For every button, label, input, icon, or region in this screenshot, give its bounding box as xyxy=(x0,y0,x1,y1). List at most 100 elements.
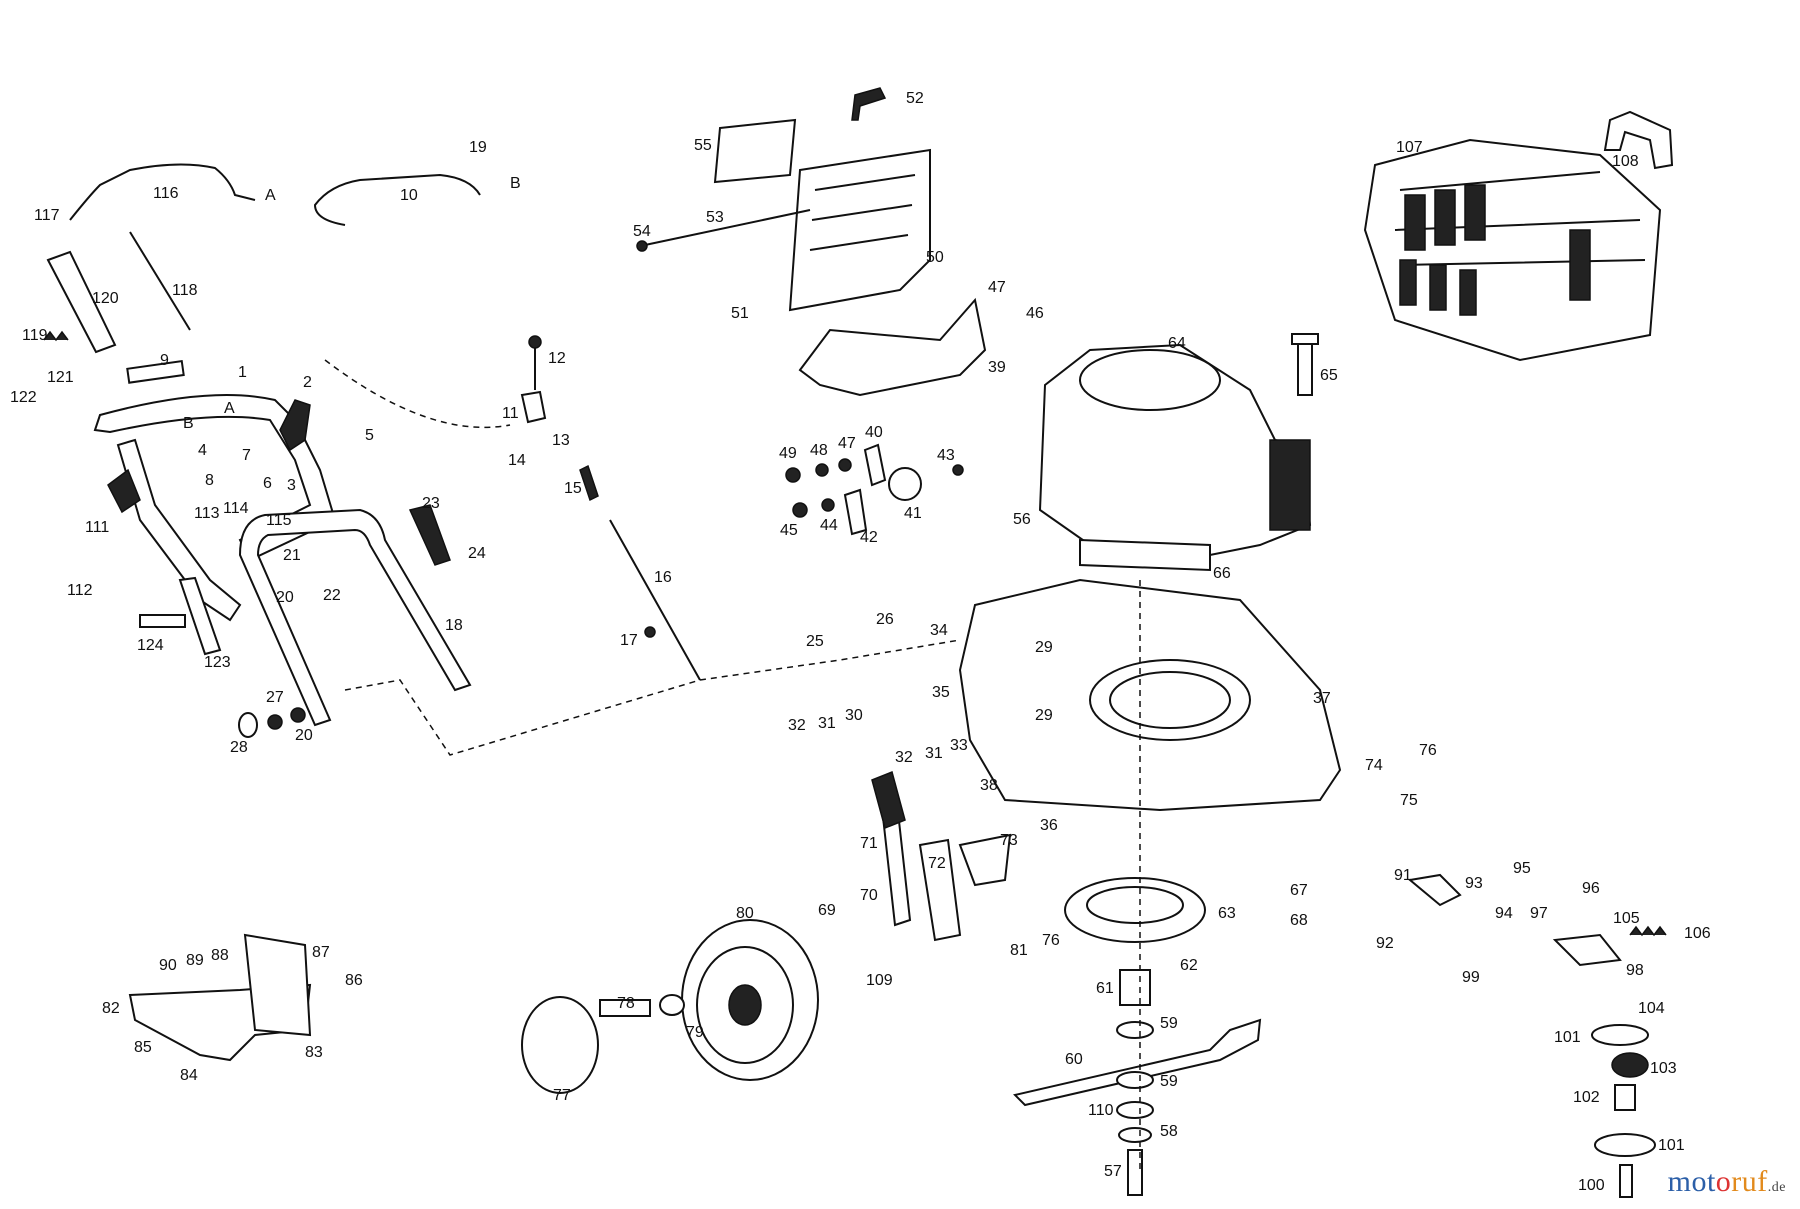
label-43: 43 xyxy=(937,447,955,464)
label-13: 13 xyxy=(552,432,570,449)
ref-b-2: B xyxy=(183,415,194,432)
upper-handle-1 xyxy=(93,394,337,622)
label-115: 115 xyxy=(266,512,292,529)
label-51: 51 xyxy=(731,305,749,322)
label-30: 30 xyxy=(845,707,863,724)
label-95: 95 xyxy=(1513,860,1531,877)
label-83: 83 xyxy=(305,1044,323,1061)
label-16: 16 xyxy=(654,569,672,586)
label-48: 48 xyxy=(810,442,828,459)
label-81: 81 xyxy=(1010,942,1028,959)
label-117: 117 xyxy=(34,207,60,224)
label-18: 18 xyxy=(445,617,463,634)
grass-bag-107 xyxy=(1363,138,1662,362)
label-10: 10 xyxy=(400,187,418,204)
part-labels: 1 2 3 4 5 6 7 8 9 10 11 12 13 14 15 16 1… xyxy=(10,90,1711,1194)
label-8: 8 xyxy=(205,472,214,489)
label-96: 96 xyxy=(1582,880,1600,897)
label-110: 110 xyxy=(1088,1102,1114,1119)
label-11: 11 xyxy=(502,405,519,422)
label-68: 68 xyxy=(1290,912,1308,929)
label-99: 99 xyxy=(1462,969,1480,986)
label-90: 90 xyxy=(159,957,177,974)
ref-a-2: A xyxy=(224,400,235,417)
label-50: 50 xyxy=(926,249,944,266)
label-31b: 31 xyxy=(925,745,943,762)
rear-bracket-71-73 xyxy=(871,770,1012,942)
engine-64 xyxy=(1038,343,1312,572)
label-101a: 101 xyxy=(1554,1029,1581,1046)
label-4: 4 xyxy=(198,442,207,459)
label-69: 69 xyxy=(818,902,836,919)
label-14: 14 xyxy=(508,452,526,469)
label-97: 97 xyxy=(1530,905,1548,922)
label-45: 45 xyxy=(780,522,798,539)
bolt-124-123 xyxy=(139,576,222,656)
label-121: 121 xyxy=(47,369,74,386)
label-1: 1 xyxy=(238,364,247,381)
label-73: 73 xyxy=(1000,832,1018,849)
label-39: 39 xyxy=(988,359,1006,376)
label-35: 35 xyxy=(932,684,950,701)
bracket-120 xyxy=(46,250,117,354)
label-31a: 31 xyxy=(818,715,836,732)
label-40: 40 xyxy=(865,424,883,441)
label-84: 84 xyxy=(180,1067,198,1084)
bracket-39 xyxy=(798,297,987,397)
label-56: 56 xyxy=(1013,511,1031,528)
label-20a: 20 xyxy=(276,589,294,606)
label-41: 41 xyxy=(904,505,922,522)
label-plate-55 xyxy=(713,118,797,184)
watermark-part-1: mot xyxy=(1667,1165,1716,1198)
deck-36-37 xyxy=(958,578,1342,812)
label-98: 98 xyxy=(1626,962,1644,979)
label-67: 67 xyxy=(1290,882,1308,899)
mulch-plate-82 xyxy=(128,933,312,1062)
cable-rod-118 xyxy=(129,231,191,331)
ref-a-1: A xyxy=(265,187,276,204)
label-46: 46 xyxy=(1026,305,1044,322)
handle-routing-dashes xyxy=(324,359,961,756)
label-113: 113 xyxy=(194,505,220,522)
label-71: 71 xyxy=(860,835,878,852)
label-111: 111 xyxy=(85,519,109,536)
watermark-part-3: ruf xyxy=(1731,1165,1768,1198)
label-116: 116 xyxy=(153,185,179,202)
label-86: 86 xyxy=(345,972,363,989)
label-76b: 76 xyxy=(1042,932,1060,949)
label-26: 26 xyxy=(876,611,894,628)
label-5: 5 xyxy=(365,427,374,444)
label-58: 58 xyxy=(1160,1123,1178,1140)
pin-12-bracket-11 xyxy=(520,335,547,424)
label-34: 34 xyxy=(930,622,948,639)
label-36: 36 xyxy=(1040,817,1058,834)
label-123: 123 xyxy=(204,654,231,671)
label-25: 25 xyxy=(806,633,824,650)
bolt-65 xyxy=(1291,333,1319,396)
label-124: 124 xyxy=(137,637,164,654)
label-80: 80 xyxy=(736,905,754,922)
label-109: 109 xyxy=(866,972,893,989)
lever-111 xyxy=(107,468,141,514)
label-38: 38 xyxy=(980,777,998,794)
label-59b: 59 xyxy=(1160,1073,1178,1090)
label-15: 15 xyxy=(564,480,582,497)
lower-handle-18 xyxy=(238,508,472,727)
label-79: 79 xyxy=(686,1024,704,1041)
label-77: 77 xyxy=(553,1087,571,1104)
label-27: 27 xyxy=(266,689,284,706)
label-59a: 59 xyxy=(1160,1015,1178,1032)
label-104: 104 xyxy=(1638,1000,1665,1017)
stop-cable-16 xyxy=(579,464,701,681)
blade-60 xyxy=(1013,1018,1262,1107)
label-29b: 29 xyxy=(1035,707,1053,724)
label-76a: 76 xyxy=(1419,742,1437,759)
blade-housing-63 xyxy=(1064,877,1206,943)
label-89: 89 xyxy=(186,952,204,969)
label-32b: 32 xyxy=(895,749,913,766)
label-94: 94 xyxy=(1495,905,1513,922)
label-100: 100 xyxy=(1578,1177,1605,1194)
label-72: 72 xyxy=(928,855,946,872)
label-103: 103 xyxy=(1650,1060,1677,1077)
